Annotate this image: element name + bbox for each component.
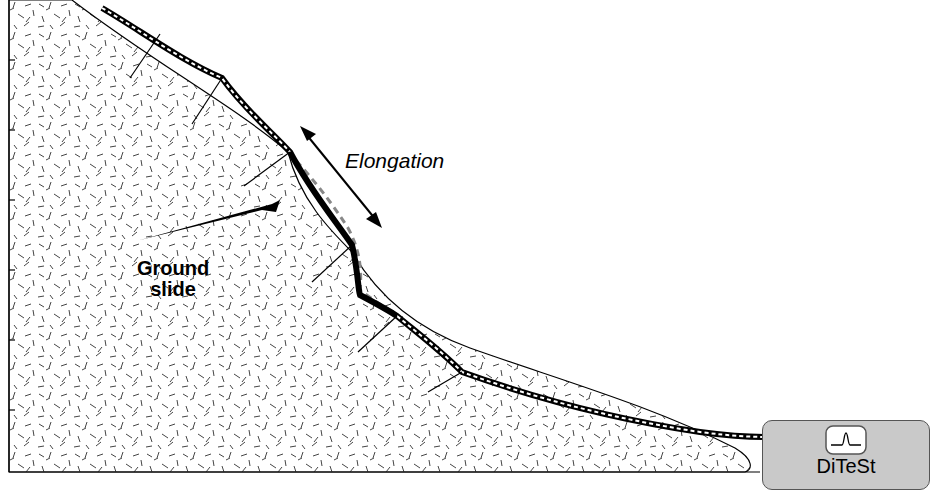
elongation-arrow bbox=[300, 126, 382, 228]
signal-icon bbox=[825, 425, 867, 455]
fibre-cable-core bbox=[102, 8, 290, 152]
fibre-cable-core bbox=[397, 316, 765, 437]
instrument-name: DiTeSt bbox=[763, 455, 929, 478]
elongation-label: Elongation bbox=[345, 150, 485, 172]
instrument-box: DiTeSt bbox=[762, 420, 930, 490]
ground-body bbox=[9, 0, 750, 472]
anchor bbox=[130, 34, 462, 392]
fibre-cable bbox=[102, 8, 765, 437]
axis bbox=[9, 0, 760, 472]
ground-slide-label: Ground slide bbox=[128, 258, 218, 300]
slide-arrow bbox=[140, 200, 280, 240]
